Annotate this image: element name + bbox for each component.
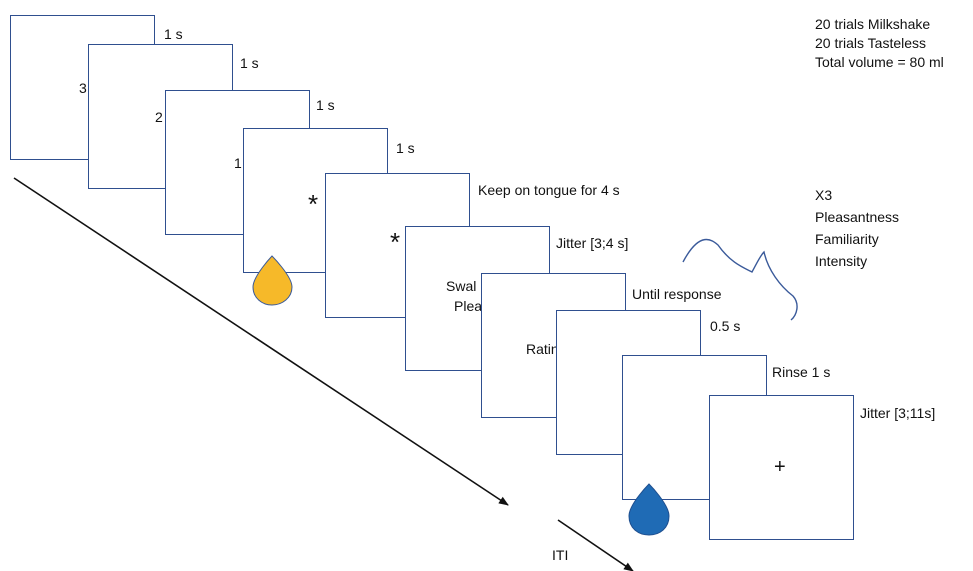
countdown-3-text: 3	[79, 80, 87, 96]
rating-item: Familiarity	[815, 231, 879, 247]
screen-jitter-fixation: +	[709, 395, 854, 540]
rating-item: Pleasantness	[815, 209, 900, 225]
trial-info: 20 trials Milkshake 20 trials Tasteless …	[815, 15, 944, 72]
duration-label-6: Jitter [3;4 s]	[556, 235, 629, 251]
duration-label-4: 1 s	[396, 140, 415, 156]
droplet-icon	[628, 483, 670, 536]
rating-item: Intensity	[815, 253, 868, 269]
rating-bracket	[682, 238, 798, 321]
trial-info-line: Total volume = 80 ml	[815, 54, 944, 70]
time-arrow	[13, 177, 509, 506]
iti-label: ITI	[552, 547, 569, 563]
swallow-text-line2: Plea	[454, 298, 483, 314]
fixation-cross: +	[774, 456, 786, 478]
rating-repeat: X3	[815, 187, 833, 203]
countdown-2-text: 2	[155, 109, 163, 125]
asterisk-symbol: *	[390, 227, 401, 257]
iti-arrow	[557, 519, 634, 571]
duration-label-7: Until response	[632, 286, 722, 302]
duration-label-8: 0.5 s	[710, 318, 741, 334]
trial-info-line: 20 trials Milkshake	[815, 16, 931, 32]
trial-info-line: 20 trials Tasteless	[815, 35, 927, 51]
swallow-text-line1: Swal	[446, 278, 477, 294]
duration-label-5: Keep on tongue for 4 s	[478, 182, 620, 198]
countdown-1-text: 1	[234, 155, 242, 171]
duration-label-1: 1 s	[164, 26, 183, 42]
duration-label-3: 1 s	[316, 97, 335, 113]
duration-label-9: Rinse 1 s	[772, 364, 831, 380]
droplet-icon	[252, 255, 293, 306]
rating-text: Ratin	[526, 341, 559, 357]
duration-label-2: 1 s	[240, 55, 259, 71]
asterisk-symbol: *	[308, 189, 319, 219]
rating-dimensions: X3 Pleasantness Familiarity Intensity	[815, 184, 899, 272]
duration-label-10: Jitter [3;11s]	[860, 405, 936, 421]
